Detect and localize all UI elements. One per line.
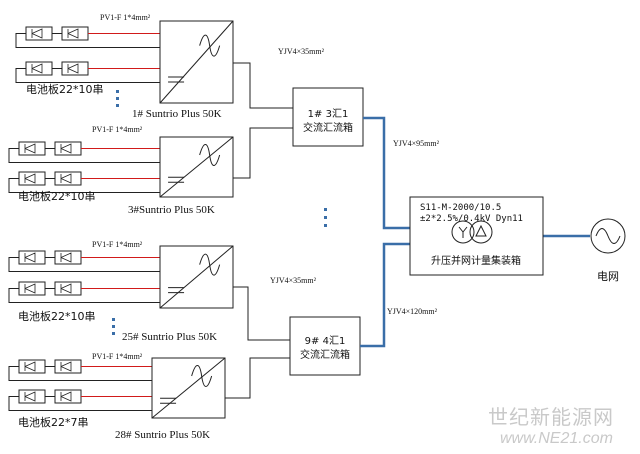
combiner-2-line1: 9# 4汇1 bbox=[305, 334, 346, 347]
combiner-1-in-cable: YJV4×35mm² bbox=[278, 47, 325, 56]
combiner-2-line2: 交流汇流箱 bbox=[300, 348, 350, 361]
pv-panel-icon bbox=[18, 250, 46, 265]
pv-group: PV1-F 1*4mm² 电池板22*10串 1# Suntrio Plus 50K bbox=[15, 13, 234, 120]
pv-panel-icon bbox=[54, 359, 82, 374]
inverter-icon bbox=[151, 357, 226, 419]
panel-array-label: 电池板22*10串 bbox=[18, 309, 96, 323]
ac-bus-lines bbox=[360, 116, 590, 348]
combiner-box-2: 9# 4汇1 交流汇流箱 bbox=[289, 316, 361, 376]
string-wire bbox=[8, 288, 21, 303]
grid-label: 电网 bbox=[597, 270, 619, 283]
pv-panel-icon bbox=[18, 281, 46, 296]
combiner-2-in-cable: YJV4×35mm² bbox=[270, 276, 317, 285]
inverter-icon bbox=[159, 245, 234, 309]
string-wire bbox=[8, 257, 21, 272]
string-cable-label: PV1-F 1*4mm² bbox=[100, 13, 151, 22]
transformer-symbol-icon bbox=[451, 220, 493, 244]
string-wire bbox=[8, 178, 21, 193]
combiner-box-1: 1# 3汇1 交流汇流箱 bbox=[292, 87, 364, 147]
string-wire bbox=[8, 148, 21, 163]
string-cable-label: PV1-F 1*4mm² bbox=[92, 240, 143, 249]
pv-panel-icon bbox=[25, 61, 53, 76]
pv-panel-icon bbox=[54, 281, 82, 296]
pv-panel-icon bbox=[25, 26, 53, 41]
watermark-url: www.NE21.com bbox=[500, 430, 613, 447]
pv-group: PV1-F 1*4mm² 电池板22*10串 3#Suntrio Plus 50K bbox=[8, 125, 234, 216]
transformer-container: S11-M-2000/10.5 ±2*2.5%/0.4kV Dyn11 升压并网… bbox=[409, 196, 544, 276]
string-wire bbox=[15, 68, 28, 83]
transformer-rating: ±2*2.5%/0.4kV Dyn11 bbox=[420, 214, 523, 224]
panel-array-label: 电池板22*10串 bbox=[18, 189, 96, 203]
pv-panel-icon bbox=[18, 171, 46, 186]
pv-group: PV1-F 1*4mm² 电池板22*10串 25# Suntrio Plus 50… bbox=[8, 240, 234, 343]
inverter-icon bbox=[159, 136, 234, 198]
ac-feeder-lines bbox=[225, 62, 293, 399]
panel-array-label: 电池板22*7串 bbox=[18, 415, 89, 429]
string-cable-label: PV1-F 1*4mm² bbox=[92, 125, 143, 134]
pv-panel-icon bbox=[54, 171, 82, 186]
string-wire bbox=[8, 396, 21, 411]
pv-panel-icon bbox=[18, 389, 46, 404]
pv-panel-icon bbox=[18, 359, 46, 374]
pv-group: PV1-F 1*4mm² 电池板22*7串 28# Suntrio Plus 50K bbox=[8, 352, 226, 441]
grid-source-icon bbox=[590, 218, 626, 254]
inverter-name: 3#Suntrio Plus 50K bbox=[128, 204, 215, 216]
pv-panel-icon bbox=[54, 141, 82, 156]
combiner-1-out-cable: YJV4×95mm² bbox=[393, 139, 440, 148]
ellipsis-dots bbox=[112, 90, 327, 335]
pv-groups: PV1-F 1*4mm² 电池板22*10串 1# Suntrio Plus 50K… bbox=[8, 13, 234, 441]
combiner-1-line2: 交流汇流箱 bbox=[303, 121, 353, 134]
inverter-name: 1# Suntrio Plus 50K bbox=[132, 108, 222, 120]
transformer-model: S11-M-2000/10.5 bbox=[420, 203, 501, 213]
combiner-1-line1: 1# 3汇1 bbox=[308, 107, 349, 120]
pv-panel-icon bbox=[61, 61, 89, 76]
pv-panel-icon bbox=[18, 141, 46, 156]
string-cable-label: PV1-F 1*4mm² bbox=[92, 352, 143, 361]
inverter-name: 25# Suntrio Plus 50K bbox=[122, 331, 217, 343]
combiner-2-out-cable: YJV4×120mm² bbox=[387, 307, 438, 316]
transformer-name: 升压并网计量集装箱 bbox=[431, 254, 521, 267]
string-wire bbox=[8, 366, 21, 381]
inverter-name: 28# Suntrio Plus 50K bbox=[115, 429, 210, 441]
string-wire bbox=[15, 33, 28, 48]
panel-array-label: 电池板22*10串 bbox=[26, 82, 104, 96]
inverter-icon bbox=[159, 20, 234, 104]
watermark-text: 世纪新能源网 bbox=[488, 405, 614, 429]
pv-panel-icon bbox=[54, 389, 82, 404]
pv-panel-icon bbox=[54, 250, 82, 265]
pv-panel-icon bbox=[61, 26, 89, 41]
